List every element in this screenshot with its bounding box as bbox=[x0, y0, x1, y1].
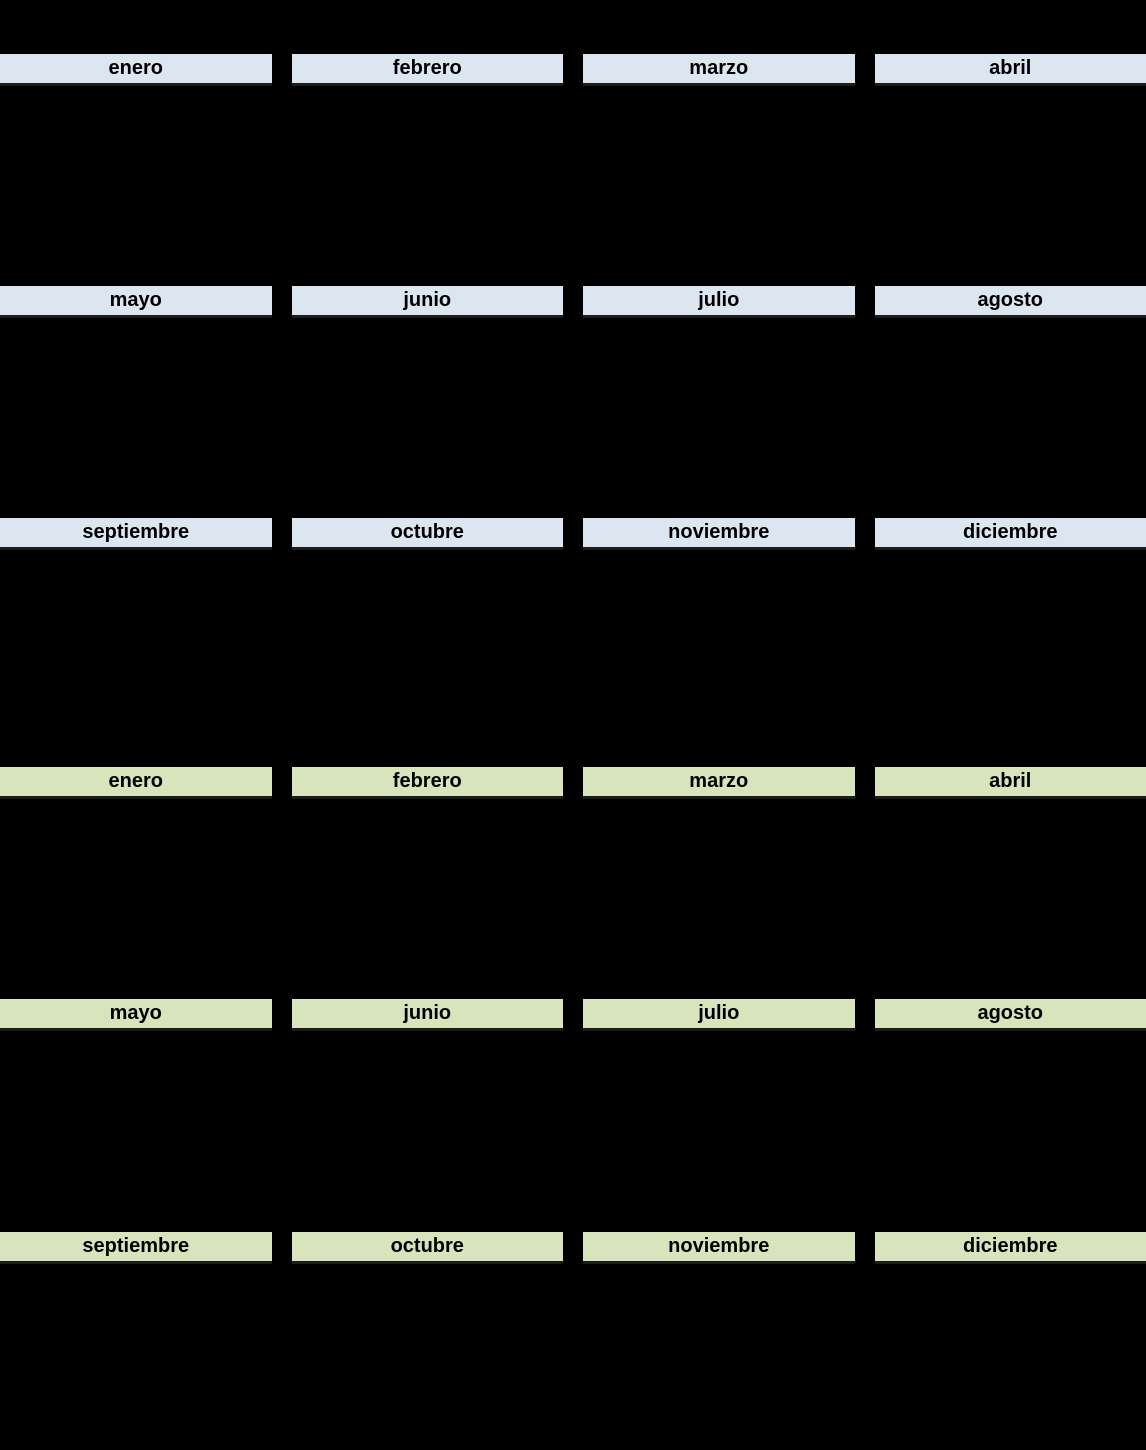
month-header-agosto: agosto bbox=[874, 286, 1146, 318]
calendar-top-row-1: enero febrero marzo abril bbox=[0, 54, 1146, 86]
month-header-abril: abril bbox=[874, 767, 1146, 799]
month-header-febrero: febrero bbox=[291, 54, 563, 86]
month-header-febrero: febrero bbox=[291, 767, 563, 799]
month-header-septiembre: septiembre bbox=[0, 1232, 272, 1264]
month-header-junio: junio bbox=[291, 286, 563, 318]
month-header-enero: enero bbox=[0, 767, 272, 799]
month-header-octubre: octubre bbox=[291, 1232, 563, 1264]
calendar-bottom-row-1: enero febrero marzo abril bbox=[0, 767, 1146, 799]
month-header-noviembre: noviembre bbox=[583, 518, 855, 550]
month-header-abril: abril bbox=[874, 54, 1146, 86]
month-header-septiembre: septiembre bbox=[0, 518, 272, 550]
month-header-noviembre: noviembre bbox=[583, 1232, 855, 1264]
calendar-top-row-2: mayo junio julio agosto bbox=[0, 286, 1146, 318]
month-header-julio: julio bbox=[583, 286, 855, 318]
month-header-mayo: mayo bbox=[0, 999, 272, 1031]
month-header-octubre: octubre bbox=[291, 518, 563, 550]
calendar-bottom-row-3: septiembre octubre noviembre diciembre bbox=[0, 1232, 1146, 1264]
calendar-top-row-3: septiembre octubre noviembre diciembre bbox=[0, 518, 1146, 550]
calendar-bottom-row-2: mayo junio julio agosto bbox=[0, 999, 1146, 1031]
month-header-diciembre: diciembre bbox=[874, 518, 1146, 550]
month-header-marzo: marzo bbox=[583, 54, 855, 86]
month-header-marzo: marzo bbox=[583, 767, 855, 799]
month-header-mayo: mayo bbox=[0, 286, 272, 318]
month-header-julio: julio bbox=[583, 999, 855, 1031]
month-header-junio: junio bbox=[291, 999, 563, 1031]
month-header-agosto: agosto bbox=[874, 999, 1146, 1031]
month-header-enero: enero bbox=[0, 54, 272, 86]
month-header-diciembre: diciembre bbox=[874, 1232, 1146, 1264]
